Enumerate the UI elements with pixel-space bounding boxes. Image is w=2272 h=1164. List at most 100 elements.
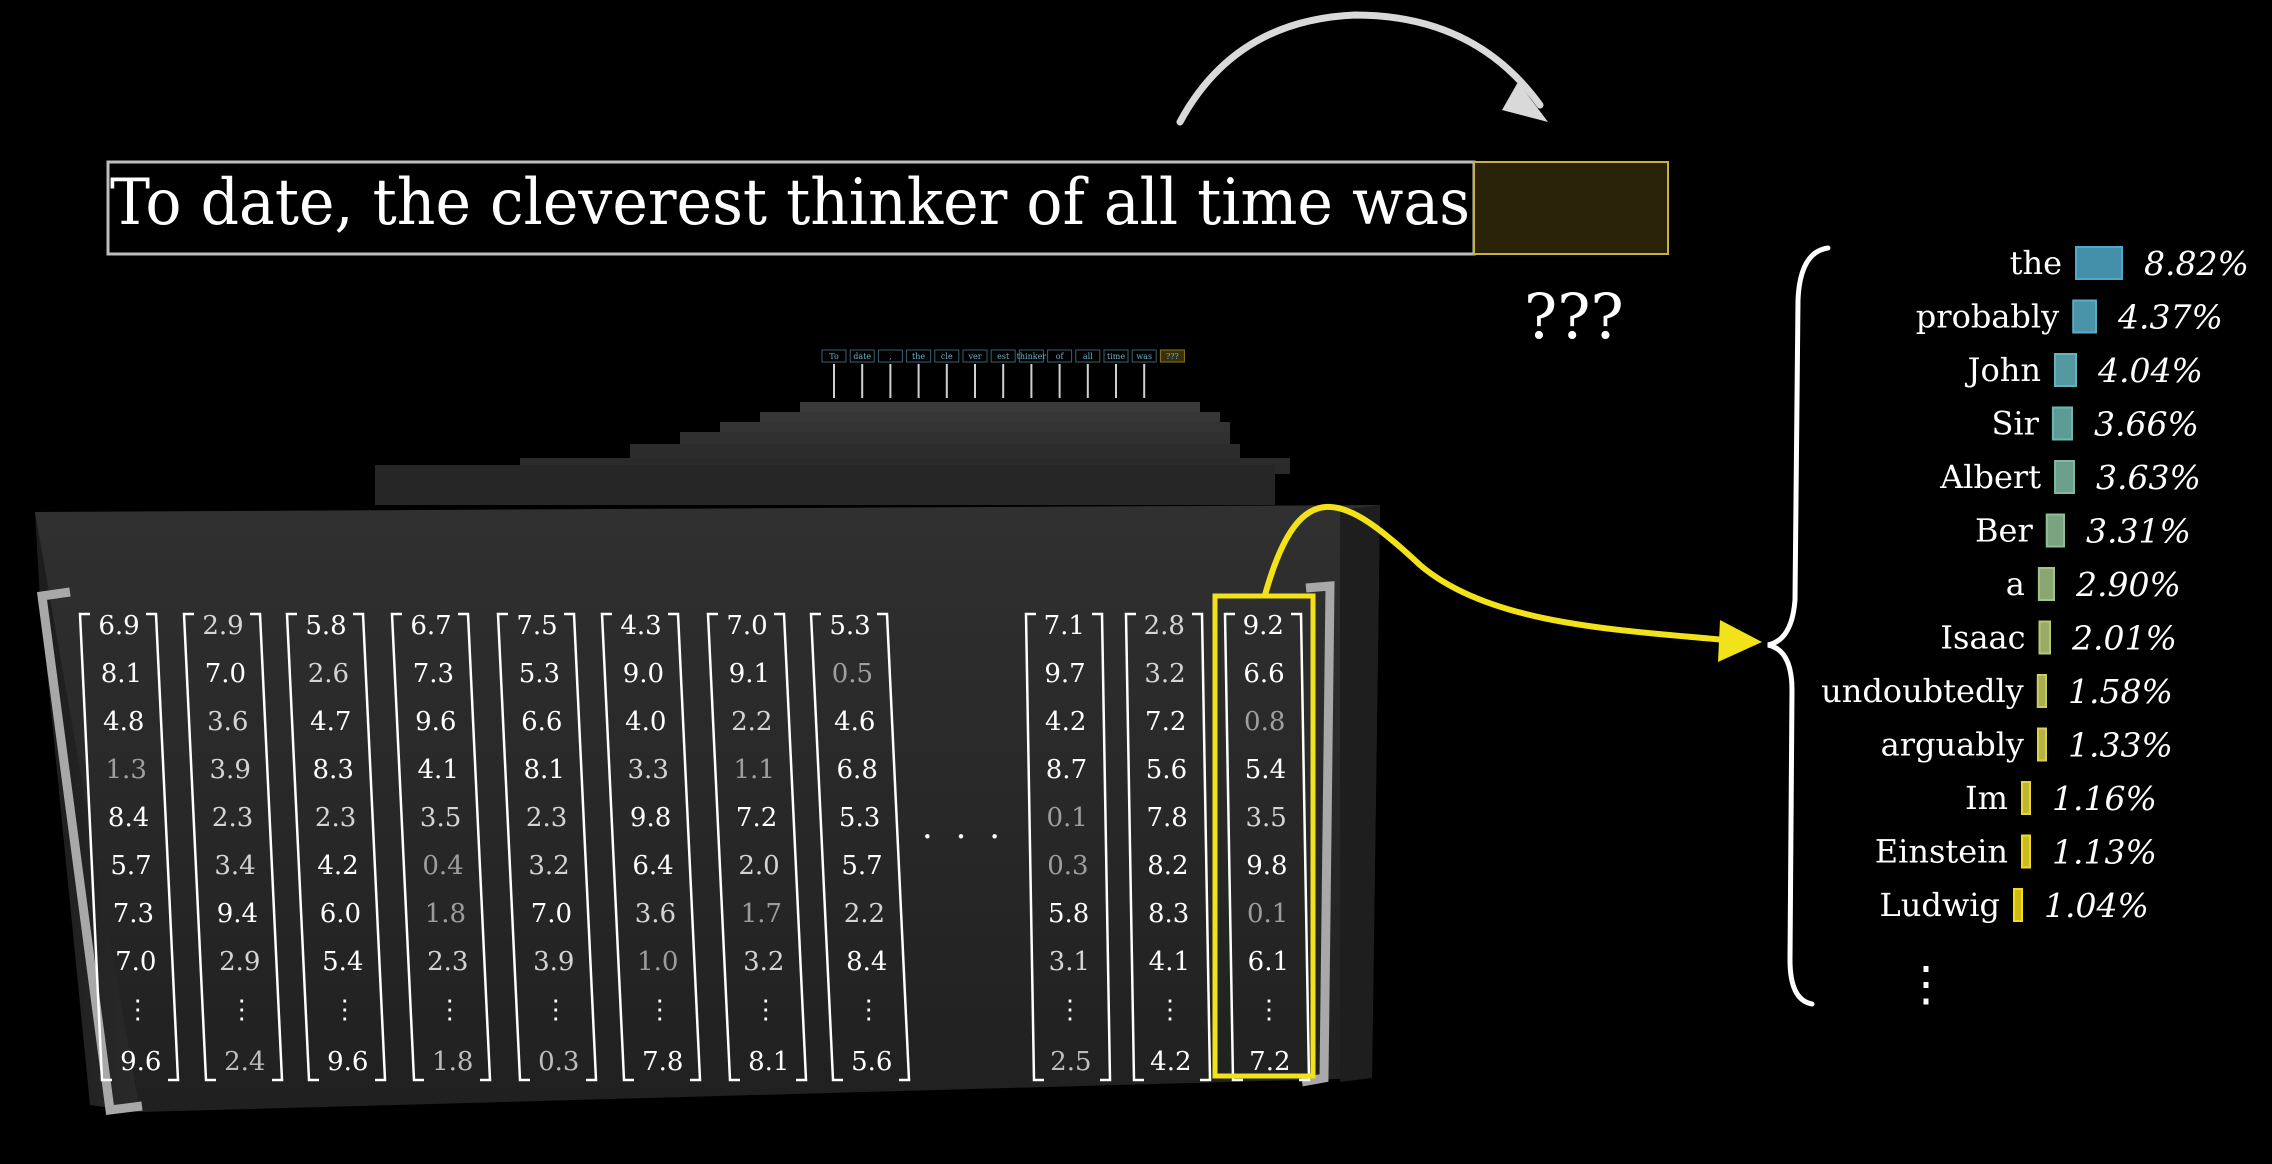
vector-last-value: 5.6 (851, 1047, 892, 1077)
probability-value: 2.01% (2071, 619, 2177, 658)
vector-left-bracket (600, 612, 634, 1082)
mini-token-label: thinker (1017, 352, 1047, 361)
prediction-placeholder: ??? (1524, 280, 1624, 353)
matrix-right-bracket (1301, 581, 1335, 1087)
vector-right-bracket (1192, 612, 1212, 1082)
vector-value: 5.3 (829, 611, 870, 641)
embedding-vector: 2.97.03.63.92.33.49.42.9⋮2.4 (182, 611, 284, 1082)
vector-value: 5.6 (1146, 755, 1187, 785)
vector-value: 8.7 (1046, 755, 1087, 785)
vector-value: 2.6 (308, 659, 349, 689)
vector-value: 4.1 (1149, 947, 1190, 977)
vector-value: 9.8 (1246, 851, 1287, 881)
vector-left-bracket (496, 612, 530, 1082)
embedding-vector: 5.82.64.78.32.34.26.05.4⋮9.6 (285, 611, 387, 1082)
vector-last-value: 9.6 (327, 1047, 368, 1077)
vector-value: 3.2 (528, 851, 569, 881)
token-word: Ber (1975, 512, 2033, 550)
vector-value: 9.7 (1044, 659, 1085, 689)
vector-right-bracket (1092, 612, 1112, 1082)
vector-right-bracket (774, 612, 808, 1082)
probability-bar (2038, 620, 2051, 655)
vector-value: 5.4 (1245, 755, 1286, 785)
vector-value: 4.7 (310, 707, 351, 737)
vector-vertical-ellipsis: ⋮ (753, 995, 779, 1025)
vector-value: 7.0 (726, 611, 767, 641)
layer-stack (375, 402, 1290, 505)
vector-left-bracket (285, 612, 319, 1082)
token-word: Sir (1991, 405, 2039, 443)
mini-token-box (1018, 349, 1044, 363)
vector-right-bracket (250, 612, 284, 1082)
vector-value: 5.3 (839, 803, 880, 833)
mini-token-box (1131, 349, 1157, 363)
vector-value: 9.0 (623, 659, 664, 689)
vector-value: 0.4 (422, 851, 463, 881)
token-word: Ludwig (1880, 886, 2000, 924)
mini-token-box (1159, 349, 1185, 363)
mini-token-box (849, 349, 875, 363)
vector-vertical-ellipsis: ⋮ (229, 995, 255, 1025)
probability-bar (2021, 834, 2031, 869)
vector-value: 3.9 (210, 755, 251, 785)
probability-bar (2037, 727, 2047, 762)
vector-value: 0.5 (832, 659, 873, 689)
vector-value: 4.2 (317, 851, 358, 881)
embedding-vector: 4.39.04.03.39.86.43.61.0⋮7.8 (600, 611, 702, 1082)
vector-value: 0.1 (1047, 803, 1088, 833)
probability-value: 1.13% (2052, 833, 2157, 872)
vector-left-bracket (78, 612, 112, 1082)
vector-value: 6.0 (320, 899, 361, 929)
mini-token-box (1103, 349, 1129, 363)
vector-value: 9.8 (630, 803, 671, 833)
vector-value: 9.4 (217, 899, 258, 929)
vector-right-bracket (353, 612, 387, 1082)
vector-value: 2.9 (202, 611, 243, 641)
vector-last-value: 0.3 (538, 1047, 579, 1077)
vector-last-value: 4.2 (1150, 1047, 1191, 1077)
vector-value: 7.2 (736, 803, 777, 833)
vector-value: 7.8 (1147, 803, 1188, 833)
vector-left-bracket (809, 612, 843, 1082)
token-word: undoubtedly (1821, 672, 2024, 710)
mini-token-label: time (1107, 352, 1125, 361)
vector-value: 8.3 (313, 755, 354, 785)
vector-ellipsis: · · · (922, 817, 1006, 857)
vector-value: 3.5 (420, 803, 461, 833)
vector-value: 2.3 (526, 803, 567, 833)
vector-value: 5.3 (519, 659, 560, 689)
vector-vertical-ellipsis: ⋮ (332, 995, 358, 1025)
token-word: Im (1965, 779, 2008, 817)
vector-value: 7.1 (1044, 611, 1085, 641)
vector-value: 0.3 (1047, 851, 1088, 881)
vector-value: 5.8 (1048, 899, 1089, 929)
vector-vertical-ellipsis: ⋮ (437, 995, 463, 1025)
distribution-row: Einstein 1.13% (1875, 833, 2157, 872)
distribution-more-ellipsis: ⋮ (1902, 956, 1950, 1012)
probability-bar (2037, 567, 2055, 601)
vector-value: 9.2 (1243, 611, 1284, 641)
token-word: Einstein (1875, 833, 2008, 871)
sentence-text: To date, the cleverest thinker of all ti… (110, 166, 1470, 240)
vector-value: 7.0 (531, 899, 572, 929)
vector-vertical-ellipsis: ⋮ (856, 995, 882, 1025)
mini-token-label: all (1083, 352, 1093, 361)
vector-left-bracket (1024, 612, 1044, 1082)
mini-token-label: date (853, 352, 871, 361)
vector-value: 4.0 (625, 707, 666, 737)
mini-token-label: cle (941, 352, 953, 361)
vector-value: 2.0 (738, 851, 779, 881)
probability-bar (2075, 246, 2123, 280)
vector-last-value: 7.2 (1249, 1047, 1290, 1077)
vector-value: 8.4 (846, 947, 887, 977)
vector-last-value: 7.8 (642, 1047, 683, 1077)
vector-value: 6.7 (410, 611, 451, 641)
vector-value: 6.6 (521, 707, 562, 737)
vector-right-bracket (877, 612, 911, 1082)
vector-value: 6.6 (1243, 659, 1284, 689)
vector-value: 8.3 (1148, 899, 1189, 929)
